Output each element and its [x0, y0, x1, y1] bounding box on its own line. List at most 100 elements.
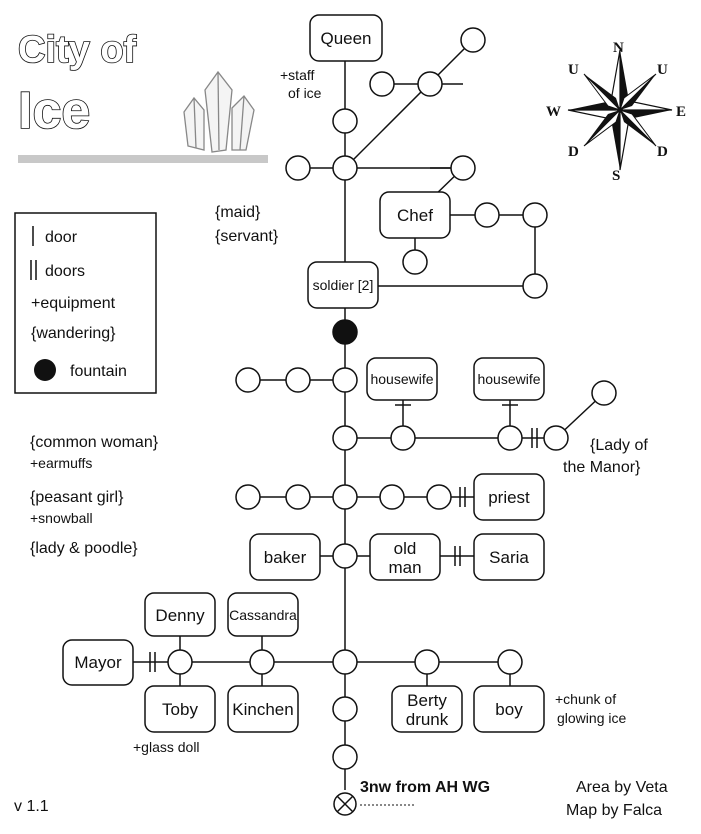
note-earmuffs: +earmuffs	[30, 455, 92, 471]
npc-mayor: Mayor	[74, 653, 122, 672]
room	[414, 649, 440, 675]
note-staff-2: of ice	[288, 85, 322, 101]
npc-queen: Queen	[320, 29, 371, 48]
room	[332, 108, 358, 134]
legend: door doors +equipment {wandering} founta…	[14, 212, 157, 394]
room	[450, 155, 476, 181]
entrance-room-icon	[333, 792, 357, 816]
room	[332, 484, 358, 510]
doors	[149, 404, 538, 672]
note-chunk-2: glowing ice	[557, 710, 626, 726]
legend-door: door	[45, 229, 78, 246]
room	[379, 484, 405, 510]
npc-housewife-2: housewife	[477, 371, 540, 387]
compass-u-left: U	[568, 62, 579, 78]
note-glass-doll: +glass doll	[133, 739, 200, 755]
note-peasant-girl: {peasant girl}	[30, 489, 124, 506]
npc-denny: Denny	[155, 606, 205, 625]
npc-berty-line2: drunk	[406, 710, 449, 729]
compass-d-left: D	[568, 144, 579, 160]
room	[332, 744, 358, 770]
room	[522, 202, 548, 228]
legend-fountain: fountain	[70, 363, 127, 380]
npc-box-soldier	[307, 261, 379, 309]
npc-box-saria	[473, 533, 545, 581]
compass-w: W	[546, 104, 561, 120]
map-title: City of Ice	[17, 28, 268, 163]
npc-old-man-line1: old	[394, 539, 417, 558]
room	[332, 367, 358, 393]
title-underline	[18, 155, 268, 163]
legend-doors: doors	[45, 263, 85, 280]
room	[332, 155, 358, 181]
npc-box-housewife-2	[473, 357, 545, 401]
npc-box-old-man	[369, 533, 441, 581]
npc-kinchen: Kinchen	[232, 700, 293, 719]
npc-box-toby	[144, 685, 216, 733]
npc-box-mayor	[62, 639, 134, 686]
npc-priest: priest	[488, 488, 530, 507]
credit-map: Map by Falca	[566, 802, 662, 819]
room	[591, 380, 617, 406]
room	[497, 425, 523, 451]
note-lady-1: {Lady of	[590, 437, 648, 454]
npc-old-man-line2: man	[388, 558, 421, 577]
legend-equipment: +equipment	[31, 295, 116, 312]
fountain-room-icon	[332, 319, 358, 345]
npc-box-cassandra	[227, 592, 299, 637]
npc-saria: Saria	[489, 548, 529, 567]
northeast-diagonal	[344, 39, 474, 169]
room	[285, 155, 311, 181]
room	[285, 367, 311, 393]
ice-crystal-icon	[183, 70, 255, 153]
room	[332, 696, 358, 722]
room	[426, 484, 452, 510]
room	[235, 484, 261, 510]
npc-soldier: soldier [2]	[313, 277, 374, 293]
note-lady-poodle: {lady & poodle}	[30, 540, 138, 557]
room	[235, 367, 261, 393]
room	[369, 71, 395, 97]
npc-boy: boy	[495, 700, 523, 719]
room	[249, 649, 275, 675]
npc-berty-line1: Berty	[407, 691, 447, 710]
room	[332, 649, 358, 675]
room	[417, 71, 443, 97]
room	[390, 425, 416, 451]
npc-box-baker	[249, 533, 321, 581]
note-servant: {servant}	[215, 228, 279, 245]
note-common-woman: {common woman}	[30, 434, 159, 451]
rooms	[167, 27, 617, 816]
npc-cassandra: Cassandra	[229, 607, 297, 623]
npc-box-housewife-1	[366, 357, 438, 401]
room	[402, 249, 428, 275]
npc-toby: Toby	[162, 700, 198, 719]
compass-u-right: U	[657, 62, 668, 78]
npc-chef: Chef	[397, 206, 433, 225]
npc-box-kinchen	[227, 685, 299, 733]
notes: +staff of ice {maid} {servant} {Lady of …	[30, 67, 648, 755]
room	[474, 202, 500, 228]
npc-baker: baker	[264, 548, 307, 567]
npc-box-queen	[309, 14, 383, 62]
compass-n: N	[613, 40, 624, 56]
room	[460, 27, 486, 53]
room	[332, 425, 358, 451]
credit-area: Area by Veta	[576, 779, 668, 796]
room	[167, 649, 193, 675]
note-maid: {maid}	[215, 204, 261, 221]
npc-box-denny	[144, 592, 216, 637]
note-staff-1: +staff	[280, 67, 314, 83]
npc-box-boy	[473, 685, 545, 733]
version-label: v 1.1	[14, 798, 49, 815]
room	[497, 649, 523, 675]
entrance-label: 3nw from AH WG	[360, 779, 490, 796]
room	[332, 543, 358, 569]
npc-housewife-1: housewife	[370, 371, 433, 387]
room	[285, 484, 311, 510]
room	[522, 273, 548, 299]
legend-wandering: {wandering}	[31, 325, 116, 342]
compass-rose-icon	[567, 49, 673, 171]
npc-boxes: Queen Chef soldier [2] housewife housewi…	[62, 14, 545, 733]
